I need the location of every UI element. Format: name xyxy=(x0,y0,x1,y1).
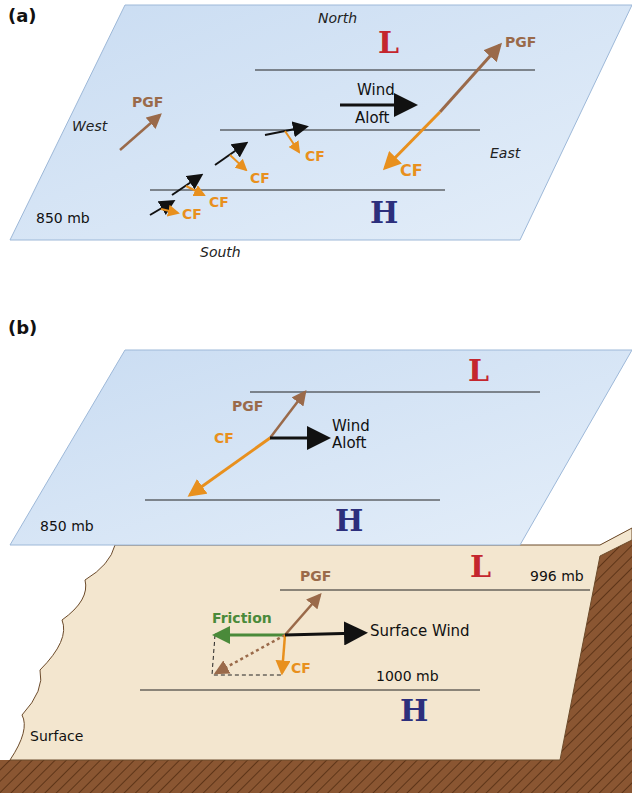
pressure-plane xyxy=(10,350,632,545)
compass-label: North xyxy=(318,10,357,26)
force-label: Friction xyxy=(212,610,272,626)
isobars xyxy=(150,70,535,190)
compass-label: East xyxy=(490,145,520,161)
low-pressure: L xyxy=(470,552,491,582)
force-label: PGF xyxy=(232,398,263,414)
force-label: CF xyxy=(182,206,202,222)
low-pressure: L xyxy=(468,356,489,386)
force-label: CF xyxy=(214,430,234,446)
force-label: PGF xyxy=(300,568,331,584)
force-label: PGF xyxy=(505,34,536,50)
surface-isobars xyxy=(140,590,590,690)
high-pressure: H xyxy=(335,506,363,536)
force-label: CF xyxy=(305,148,325,164)
force-label: CF xyxy=(400,162,423,180)
panel-letter: (a) xyxy=(8,6,37,27)
pressure-plane xyxy=(10,5,632,240)
force-label: PGF xyxy=(132,94,163,110)
wind-label: Aloft xyxy=(355,110,390,127)
surface-forces xyxy=(212,595,362,675)
ground-surface xyxy=(10,528,632,760)
force-label: CF xyxy=(209,194,229,210)
isobars xyxy=(145,392,540,500)
level-label: 996 mb xyxy=(530,568,584,584)
compass-label: South xyxy=(200,244,241,260)
level-label: 850 mb xyxy=(40,518,94,534)
level-label: 1000 mb xyxy=(376,668,439,684)
level-label: 850 mb xyxy=(36,210,90,226)
high-pressure: H xyxy=(400,696,428,726)
low-pressure: L xyxy=(378,28,399,58)
force-label: CF xyxy=(291,660,311,676)
aloft-forces xyxy=(190,392,325,495)
force-label: CF xyxy=(250,170,270,186)
panel-letter: (b) xyxy=(8,318,37,339)
wind-label: Surface Wind xyxy=(370,623,470,640)
compass-label: West xyxy=(72,118,107,134)
high-pressure: H xyxy=(370,198,398,228)
wind-label: Wind Aloft xyxy=(332,418,394,453)
ground-front xyxy=(0,760,560,793)
surface-label: Surface xyxy=(30,728,83,744)
wind-arrows xyxy=(120,45,500,215)
wind-label: Wind xyxy=(357,82,395,99)
